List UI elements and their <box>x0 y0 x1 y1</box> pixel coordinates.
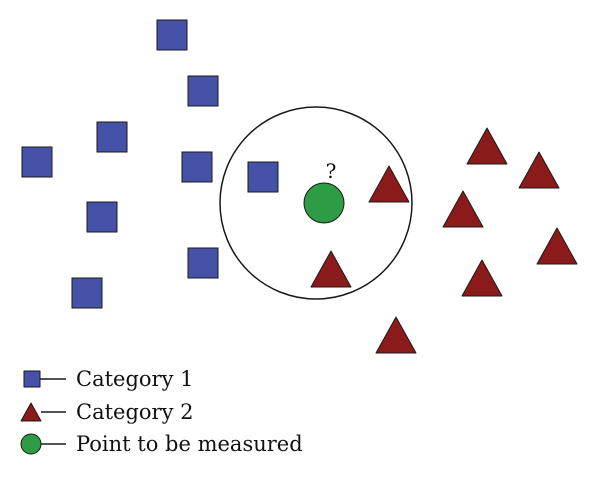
legend-item-point-to-be-measured: Point to be measured <box>20 432 303 456</box>
category-1-points <box>21 19 279 309</box>
category-1-square <box>156 19 188 51</box>
legend-label: Point to be measured <box>76 432 303 456</box>
legend-item-category-1: Category 1 <box>23 367 193 391</box>
category-2-triangle <box>310 250 352 288</box>
query-point <box>303 182 345 224</box>
category-2-triangle <box>536 227 578 265</box>
category-2-triangle <box>461 259 503 297</box>
legend-square-icon <box>23 370 41 388</box>
category-2-triangle <box>518 151 560 189</box>
legend-label: Category 1 <box>76 367 193 391</box>
category-2-triangle <box>368 165 410 203</box>
legend-circle-icon <box>20 433 42 455</box>
legend-label: Category 2 <box>76 400 193 424</box>
neighborhood-circle <box>219 106 413 300</box>
category-1-square <box>96 121 128 153</box>
category-2-points <box>310 127 578 354</box>
legend: Category 1 Category 2 Point to be measur… <box>20 367 303 456</box>
query-marker: ? <box>326 159 337 183</box>
category-1-square <box>187 75 219 107</box>
legend-triangle-icon <box>20 402 42 422</box>
category-1-square <box>181 151 213 183</box>
legend-item-category-2: Category 2 <box>20 400 193 424</box>
category-1-square <box>71 277 103 309</box>
category-1-square <box>86 201 118 233</box>
category-1-square <box>187 247 219 279</box>
category-1-square <box>247 161 279 193</box>
category-1-square <box>21 146 53 178</box>
category-2-triangle <box>466 127 508 165</box>
category-2-triangle <box>442 190 484 228</box>
category-2-triangle <box>375 316 417 354</box>
